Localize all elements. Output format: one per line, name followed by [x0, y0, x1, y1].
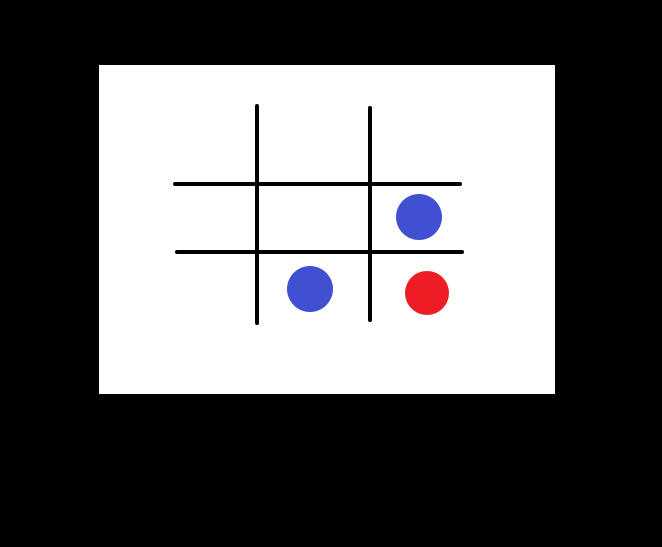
board-cell-r1-c2[interactable]: [257, 120, 370, 184]
board-cell-r1-c3[interactable]: [370, 120, 445, 184]
red-piece: [405, 271, 449, 315]
blue-piece: [287, 266, 333, 312]
board-cell-r2-c2[interactable]: [257, 184, 370, 252]
board-cell-r1-c1[interactable]: [200, 120, 257, 184]
board-pieces: [287, 194, 449, 315]
board-cell-r2-c1[interactable]: [200, 184, 257, 252]
board-panel: [99, 65, 555, 394]
blue-piece: [396, 194, 442, 240]
board-cell-r3-c1[interactable]: [200, 252, 257, 320]
